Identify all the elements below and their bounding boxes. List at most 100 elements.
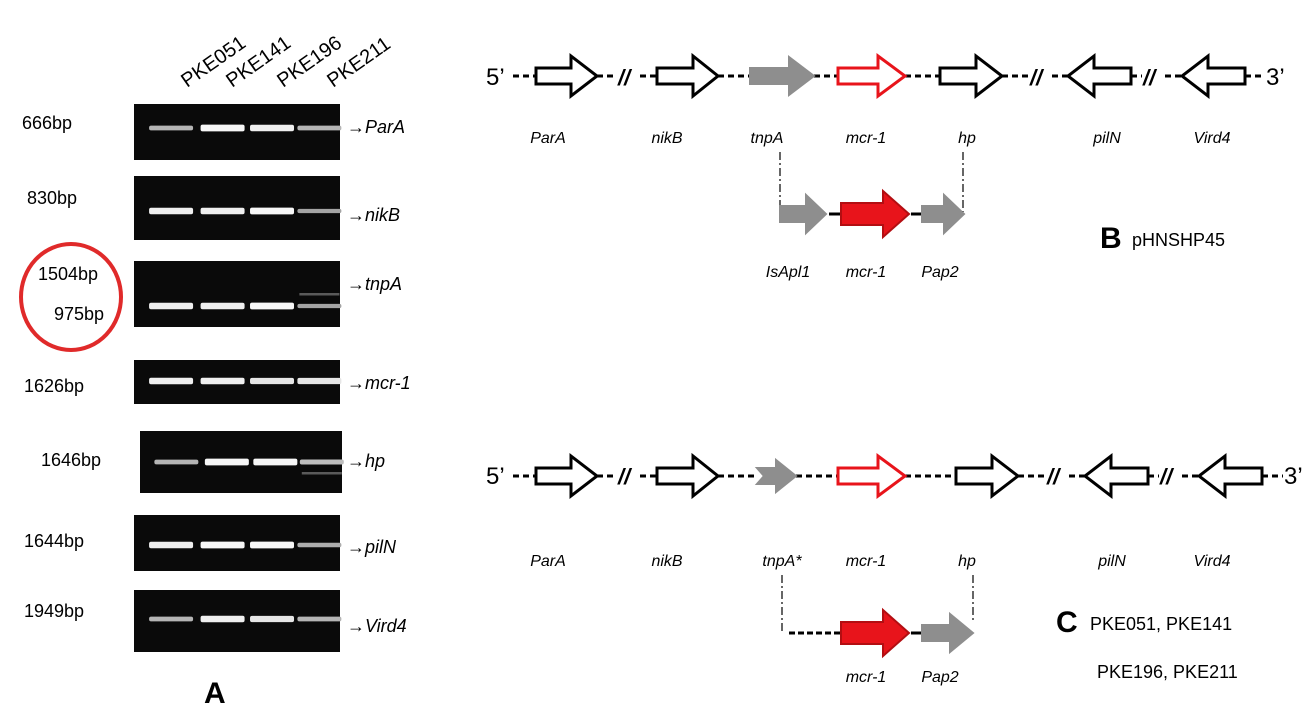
panel-c-break-2: // [1046, 464, 1062, 489]
panel-c-gene-label-vird4: Vird4 [1193, 553, 1230, 570]
panel-c-isolates-line-1: PKE051, PKE141 [1090, 614, 1232, 634]
gel-band [149, 377, 194, 385]
c-gene-arrow-nikb [655, 452, 721, 500]
panel-b-zoom-connectors [779, 152, 964, 212]
panel-b-gene-label-para: ParA [530, 130, 566, 147]
panel-c-break-1: // [617, 464, 633, 489]
panel-c-isolates-line-2: PKE196, PKE211 [1097, 662, 1238, 682]
gel-band [297, 616, 342, 622]
gel-band [200, 377, 245, 385]
panel-c-gene-label-tnpa: tnpA* [762, 553, 802, 570]
c-inset-arrow-pap2 [921, 611, 975, 655]
gel-band [253, 458, 298, 466]
size-label-mcr1: 1626bp [24, 376, 84, 396]
gel-band [299, 459, 344, 465]
gel-gene-label-para: →ParA [347, 117, 405, 137]
panel-b-gene-label-tnpa: tnpA [751, 130, 784, 147]
gel-band [250, 302, 295, 310]
panel-b-plasmid-name: pHNSHP45 [1132, 230, 1225, 250]
gel-band [297, 303, 342, 309]
panel-b: 5’ 3’ // // // ParA nikB tnpA mcr [486, 52, 1285, 281]
inset-label-isapl1: IsApl1 [766, 264, 810, 281]
inset-arrow-mcr1 [840, 188, 911, 240]
panel-c-gene-label-piln: pilN [1097, 553, 1126, 570]
panel-b-break-1: // [617, 65, 633, 90]
gel-gene-label-tnpa: →tnpA [347, 274, 402, 294]
gene-arrow-piln [1065, 52, 1133, 100]
size-label-piln: 1644bp [24, 531, 84, 551]
gel-image-para [134, 104, 340, 160]
panel-c-gene-label-para: ParA [530, 553, 566, 570]
size-label-tnpa-upper: 1504bp [38, 264, 98, 284]
c-inset-arrow-mcr1 [840, 607, 911, 659]
panel-c-break-3: // [1159, 464, 1175, 489]
gel-band [149, 616, 194, 622]
gel-band [149, 541, 194, 549]
gel-band [154, 459, 199, 465]
gene-arrow-tnpa [749, 54, 816, 98]
gel-band [250, 124, 295, 132]
gel-band [250, 541, 295, 549]
c-inset-label-mcr1: mcr-1 [846, 669, 887, 686]
gene-arrow-para [534, 52, 600, 100]
panel-a: PKE051 PKE141 PKE196 PKE211 666bp 830bp … [19, 32, 411, 706]
size-label-tnpa-lower: 975bp [54, 304, 104, 324]
panel-b-gene-label-hp: hp [958, 130, 976, 147]
c-inset-label-pap2: Pap2 [921, 669, 958, 686]
gel-band [204, 458, 249, 466]
gel-gene-label-hp: →hp [347, 451, 385, 471]
highlight-circle [19, 242, 123, 352]
c-gene-arrow-para [534, 452, 600, 500]
gel-band [297, 377, 342, 385]
gel-band [200, 541, 245, 549]
panel-b-gene-label-mcr1: mcr-1 [846, 130, 887, 147]
panel-b-gene-label-piln: pilN [1092, 130, 1121, 147]
gel-band [149, 125, 194, 131]
c-gene-arrow-hp [954, 452, 1021, 500]
c-gene-arrow-mcr1 [836, 453, 908, 499]
size-label-nikb: 830bp [27, 188, 77, 208]
panel-b-gene-label-nikb: nikB [651, 130, 682, 147]
gel-band [297, 208, 342, 214]
c-gene-arrow-tnpa-truncated [754, 457, 798, 495]
gel-band-faint [299, 293, 340, 296]
panel-c-gene-label-mcr1: mcr-1 [846, 553, 887, 570]
gel-band [250, 615, 295, 623]
gel-band [200, 615, 245, 623]
c-gene-arrow-vird4 [1196, 452, 1264, 500]
gene-arrow-mcr1 [836, 53, 908, 99]
panel-c-gene-label-nikb: nikB [651, 553, 682, 570]
size-label-vird4: 1949bp [24, 601, 84, 621]
gel-band [149, 302, 194, 310]
size-label-para: 666bp [22, 113, 72, 133]
panel-b-three-prime: 3’ [1266, 64, 1285, 91]
gel-band [149, 207, 194, 215]
gel-band [297, 125, 342, 131]
gel-band-faint [301, 472, 342, 475]
gene-arrow-vird4 [1179, 52, 1247, 100]
size-label-hp: 1646bp [41, 450, 101, 470]
gel-band [200, 302, 245, 310]
gel-gene-label-nikb: →nikB [347, 205, 400, 225]
gel-gene-label-mcr1: →mcr-1 [347, 373, 411, 393]
inset-arrow-isapl1 [779, 192, 828, 236]
panel-b-break-2: // [1029, 65, 1045, 90]
gene-arrow-hp [938, 52, 1005, 100]
panel-c: 5’ 3’ // // // ParA nikB tnpA* mcr-1 hp [486, 452, 1303, 686]
inset-arrow-pap2 [921, 192, 966, 236]
gel-band [200, 207, 245, 215]
c-gene-arrow-piln [1082, 452, 1150, 500]
gel-band [297, 542, 342, 548]
inset-label-pap2: Pap2 [921, 264, 958, 281]
panel-c-three-prime: 3’ [1284, 463, 1303, 490]
panel-b-break-3: // [1142, 65, 1158, 90]
panel-c-gene-label-hp: hp [958, 553, 976, 570]
inset-label-mcr1: mcr-1 [846, 264, 887, 281]
panel-b-five-prime: 5’ [486, 64, 505, 91]
panel-c-zoom-connectors [781, 575, 974, 633]
panel-c-five-prime: 5’ [486, 463, 505, 490]
panel-a-label: A [204, 677, 226, 706]
panel-b-label: B [1100, 222, 1122, 255]
gel-band [200, 124, 245, 132]
